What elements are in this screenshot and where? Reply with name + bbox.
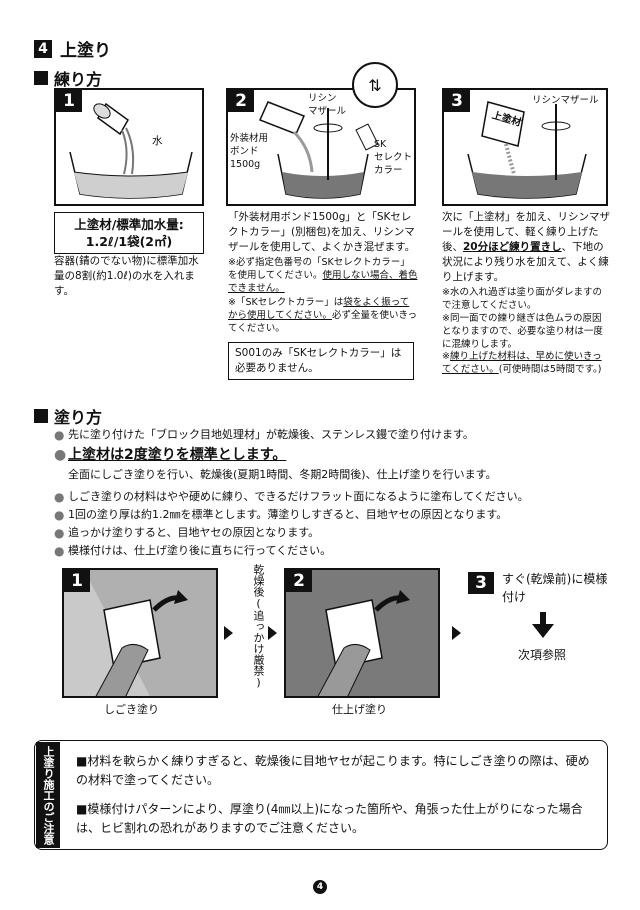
section-number: 4 — [34, 39, 52, 58]
between-steps-text: 乾燥後(追っかけ厳禁) — [252, 564, 265, 689]
step1-description: 容器(錆のでない物)に標準加水量の8割(約1.0ℓ)の水を入れます。 — [54, 255, 199, 297]
apply-step3-text: すぐ(乾燥前)に模様付け — [502, 572, 608, 604]
caution-box — [34, 740, 608, 850]
step-badge: 3 — [444, 90, 470, 112]
section-title-text: 上塗り — [60, 41, 111, 61]
list-item: ●模様付けは、仕上げ塗り後に直ちに行ってください。 — [54, 544, 332, 558]
mixing-heading-text: 練り方 — [54, 70, 103, 89]
apply-step3-ref: 次項参照 — [518, 648, 567, 662]
square-bullet-icon — [34, 409, 48, 423]
water-amount-line1: 上塗材/標準加水量: — [74, 217, 184, 232]
application-list: ●先に塗り付けた「ブロック目地処理材」が乾燥後、ステンレス鏝で塗り付けます。 ●… — [54, 426, 614, 560]
list-item: ●追っかけ塗りすると、目地ヤセの原因となります。 — [54, 526, 320, 540]
shake-bag-icon: ⇅ — [352, 62, 398, 108]
list-item: ●1回の塗り厚は約1.2㎜を標準とします。薄塗りしすぎると、目地ヤセの原因となり… — [54, 508, 508, 522]
mix-step2-panel: 2 外装材用 ボンド 1500g リシン マザール SK セレクト カラー — [226, 88, 416, 206]
step3-note1: ※水の入れ過ぎは塗り面がダレますので注意してください。 — [442, 287, 602, 311]
step-badge: 1 — [64, 570, 90, 592]
step2-exception-box: S001のみ「SKセレクトカラー」は必要ありません。 — [228, 342, 414, 380]
page-number: 4 — [313, 880, 327, 894]
list-item: ●上塗材は2度塗りを標準とします。 — [54, 447, 287, 463]
mixing-topcoat-illustration — [467, 101, 587, 199]
mixer-label: リシンマザール — [532, 95, 599, 106]
caution-item2: ■模様付けパターンにより、厚塗り(4㎜以上)になった箇所や、角張った仕上がりにな… — [76, 802, 583, 835]
section-title: 4 上塗り — [34, 36, 111, 61]
step-badge: 2 — [228, 90, 254, 112]
apply-step2-caption: 仕上げ塗り — [332, 703, 387, 716]
application-heading-text: 塗り方 — [54, 408, 103, 427]
arrow-right-icon — [224, 626, 233, 640]
apply-step1-panel: 1 — [62, 568, 218, 698]
list-item-sub: 全面にしごき塗りを行い、乾燥後(夏期1時間、冬期2時間後)、仕上げ塗りを行います… — [68, 468, 497, 481]
step-badge: 2 — [286, 570, 312, 592]
mixing-heading: 練り方 — [34, 66, 102, 90]
mix-step3-panel: 3 上塗材 リシンマザール — [442, 88, 608, 206]
water-amount-box: 上塗材/標準加水量: 1.2ℓ/1袋(2㎡) — [54, 212, 204, 254]
step2-note1: ※必ず指定色番号の「SKセレクトカラー」を使用してください。使用しない場合、着色… — [228, 257, 418, 294]
step2-description: 「外装材用ボンド1500g」と「SKセレクトカラー」(別梱包)を加え、リシンマザ… — [228, 211, 416, 253]
step3-note2: ※同一面での練り継ぎは色ムラの原因となりますので、必要な塗り材は一度に混練りしま… — [442, 313, 603, 350]
apply-step2-panel: 2 — [284, 568, 440, 698]
mix-step1-panel: 1 水 — [54, 88, 204, 206]
water-label: 水 — [152, 135, 163, 147]
list-item: ●しごき塗りの材料はやや硬めに練り、できるだけフラット面になるように塗布してくだ… — [54, 490, 529, 504]
mixing-bond-illustration — [258, 101, 379, 199]
step-badge: 3 — [468, 572, 494, 594]
step-badge: 1 — [56, 90, 82, 112]
trowel-skim-coat-illustration — [84, 570, 216, 696]
square-bullet-icon — [34, 71, 48, 85]
arrow-right-icon — [452, 626, 461, 640]
step2-note2: ※「SKセレクトカラー」は袋をよく振ってから使用してください。必ず全量を使いきっ… — [228, 297, 418, 334]
caution-item1: ■材料を軟らかく練りすぎると、乾燥後に目地ヤセが起こります。特にしごき塗りの際は… — [76, 754, 590, 787]
step3-note3: ※練り上げた材料は、早めに使いきってください。(可使時間は5時間です。) — [442, 351, 602, 375]
caution-tab: 上塗り施工のご注意 — [36, 742, 60, 848]
arrow-down-icon — [532, 612, 554, 638]
color-label: SK セレクト カラー — [374, 139, 413, 176]
water-amount-line2: 1.2ℓ/1袋(2㎡) — [85, 234, 173, 249]
pouring-water-illustration — [69, 102, 193, 199]
bond-label: 外装材用 ボンド 1500g — [230, 133, 269, 170]
step3-description: 次に「上塗材」を加え、リシンマザールを使用して、軽く練り上げた後、20分ほど練り… — [442, 211, 610, 283]
apply-step1-caption: しごき塗り — [104, 703, 159, 716]
list-item: ●先に塗り付けた「ブロック目地処理材」が乾燥後、ステンレス鏝で塗り付けます。 — [54, 428, 474, 442]
arrow-right-icon — [268, 626, 277, 640]
mixer-label: リシン マザール — [308, 93, 347, 117]
application-heading: 塗り方 — [34, 404, 102, 428]
